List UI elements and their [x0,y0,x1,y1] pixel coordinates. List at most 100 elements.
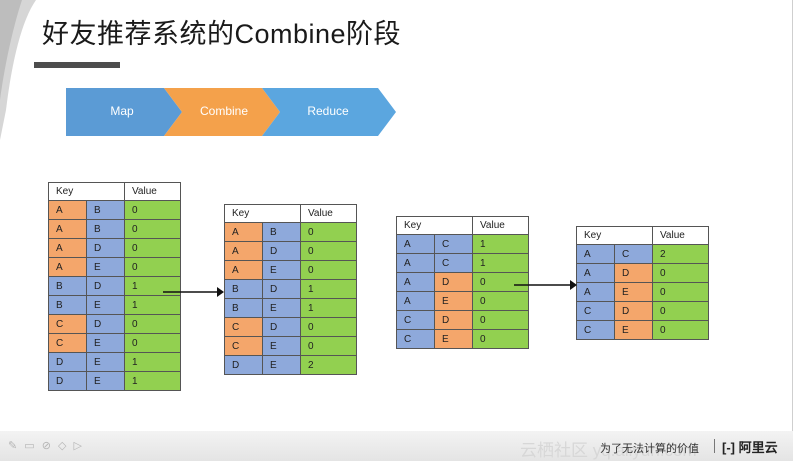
title-underline [34,62,120,68]
key-cell-first: A [576,282,615,302]
reduce-stage-label: Reduce [307,104,349,118]
footer-bar: ✎ ▭ ⊘ ◇ ▷ 云栖社区 yq.aliyun.com 为了无法计算的价值 [… [0,431,793,461]
value-cell: 1 [124,371,181,391]
key-cell-second: E [86,352,125,372]
value-cell: 2 [300,355,357,375]
key-cell-second: D [86,238,125,258]
key-header: Key [48,182,125,201]
key-cell-first: A [396,234,435,254]
key-cell-first: D [48,352,87,372]
value-cell: 0 [652,320,709,340]
key-cell-second: D [262,241,301,261]
reduce-stage-arrow [262,88,396,136]
key-cell-second: E [86,371,125,391]
key-cell-second: E [434,291,473,311]
value-cell: 0 [652,282,709,302]
value-cell: 0 [124,238,181,258]
value-header: Value [300,204,357,223]
key-cell-first: B [224,279,263,299]
value-cell: 1 [472,234,529,254]
key-cell-first: C [224,317,263,337]
value-cell: 0 [652,263,709,283]
key-cell-second: B [262,222,301,242]
value-cell: 0 [472,310,529,330]
slide-tools[interactable]: ✎ ▭ ⊘ ◇ ▷ [8,440,84,452]
key-cell-first: A [48,200,87,220]
key-cell-first: A [224,241,263,261]
key-cell-second: E [86,333,125,353]
key-cell-second: C [614,244,653,264]
value-cell: 0 [124,257,181,277]
key-cell-first: A [576,263,615,283]
value-cell: 0 [124,200,181,220]
key-cell-second: D [262,279,301,299]
key-cell-second: D [614,263,653,283]
value-cell: 0 [652,301,709,321]
value-cell: 1 [124,276,181,296]
key-cell-second: B [86,219,125,239]
key-header: Key [396,216,473,235]
watermark: 云栖社区 yq.aliyun.com [520,441,697,460]
value-header: Value [652,226,709,245]
key-cell-second: E [262,336,301,356]
key-cell-first: A [48,219,87,239]
key-cell-first: C [224,336,263,356]
key-cell-first: A [396,253,435,273]
key-cell-first: C [48,333,87,353]
key-cell-first: A [48,238,87,258]
key-cell-first: B [48,276,87,296]
key-cell-first: A [48,257,87,277]
key-cell-second: D [614,301,653,321]
value-cell: 2 [652,244,709,264]
value-cell: 0 [300,317,357,337]
key-cell-second: E [614,282,653,302]
key-cell-first: C [576,320,615,340]
brand-logo: [-] 阿里云 [722,440,778,455]
value-cell: 1 [124,352,181,372]
value-cell: 0 [124,314,181,334]
value-cell: 0 [124,219,181,239]
value-cell: 0 [472,329,529,349]
key-cell-second: E [86,295,125,315]
key-cell-first: B [48,295,87,315]
key-cell-second: D [434,310,473,330]
value-cell: 1 [124,295,181,315]
key-cell-second: C [434,253,473,273]
combine-stage-label: Combine [199,104,249,118]
key-cell-first: A [576,244,615,264]
key-cell-second: E [262,298,301,318]
brand-divider [714,439,715,453]
key-cell-first: C [576,301,615,321]
key-cell-first: D [224,355,263,375]
key-cell-first: C [396,329,435,349]
value-cell: 1 [472,253,529,273]
slogan: 为了无法计算的价值 [600,443,699,455]
map-stage-arrow [66,88,182,136]
value-cell: 0 [472,291,529,311]
